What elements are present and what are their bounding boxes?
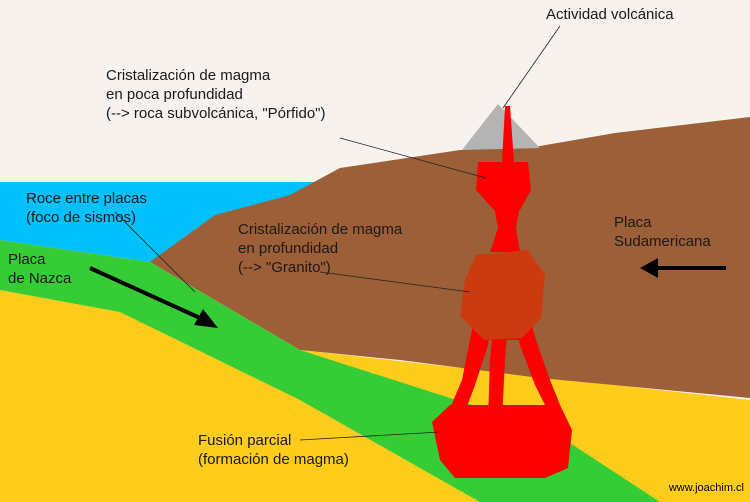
volcanic-conduit bbox=[502, 106, 514, 162]
leader-deep-crystallization bbox=[319, 271, 471, 293]
label-partial-melting: Fusión parcial (formación de magma) bbox=[198, 432, 349, 468]
shallow-magma-chamber bbox=[476, 162, 531, 210]
granite-pluton bbox=[460, 250, 545, 340]
south-american-plate-crust bbox=[150, 117, 750, 398]
credit-watermark: www.joachim.cl bbox=[668, 482, 744, 494]
leader-volcanic-activity bbox=[502, 25, 561, 109]
leader-shallow-crystallization bbox=[339, 137, 487, 179]
leader-lines bbox=[114, 25, 561, 441]
label-south-american-plate: Placa Sudamericana bbox=[614, 214, 711, 250]
magma-column-center bbox=[488, 320, 508, 420]
label-plate-friction: Roce entre placas (foco de sismos) bbox=[26, 190, 147, 226]
label-volcanic-activity: Actividad volcánica bbox=[546, 6, 674, 23]
south-american-motion-arrow bbox=[640, 258, 726, 278]
leader-plate-friction bbox=[114, 211, 196, 293]
label-deep-crystallization: Cristalización de magma en profundidad (… bbox=[238, 221, 403, 276]
nazca-motion-arrow bbox=[89, 266, 218, 328]
leader-partial-melting bbox=[299, 431, 441, 441]
label-nazca-plate: Placa de Nazca bbox=[8, 251, 72, 287]
partial-melting-pool bbox=[432, 405, 572, 478]
magma-neck bbox=[490, 206, 520, 252]
label-shallow-crystallization: Cristalización de magma en poca profundi… bbox=[106, 67, 326, 122]
volcano-cone bbox=[462, 104, 540, 150]
